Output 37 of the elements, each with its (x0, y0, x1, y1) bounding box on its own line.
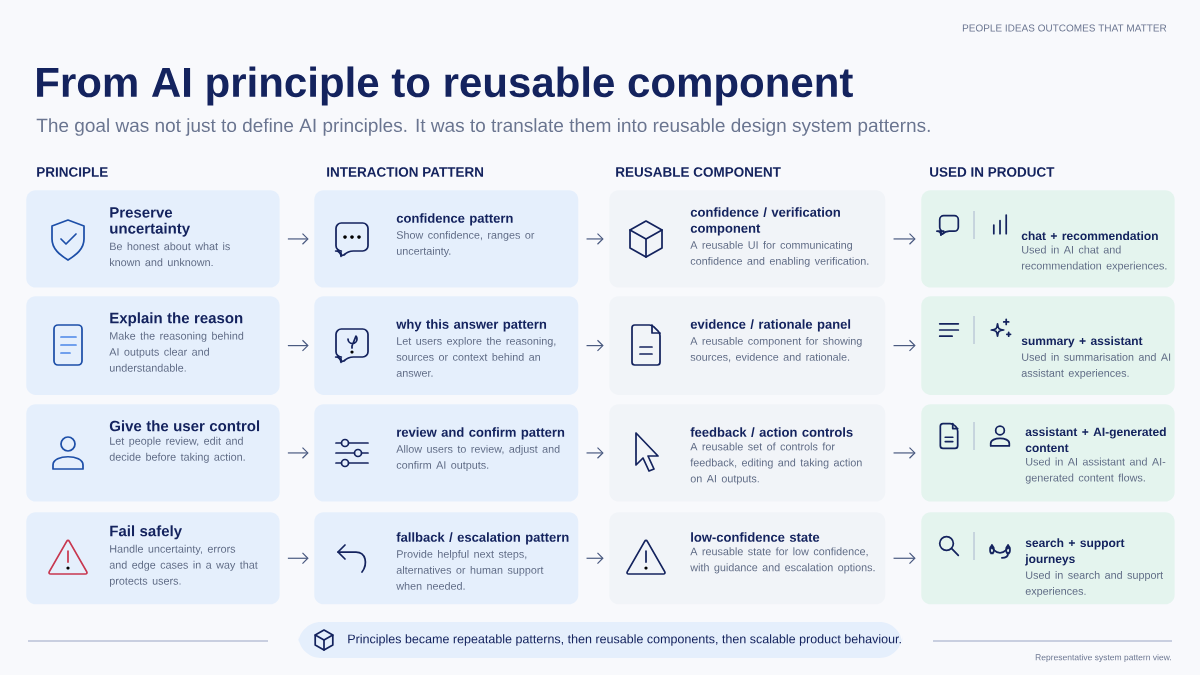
arrow (892, 339, 916, 352)
arrow (585, 233, 604, 245)
pattern-card: confidence pattern Show confidence, ranges or uncertainty. (314, 190, 579, 288)
pattern-card: fallback / escalation pattern Provide helpful next steps, alternatives or human support when needed. (314, 512, 579, 605)
subtitle: The goal was not just to define AI principles. It was to translate them into reusable design system patterns. (36, 118, 930, 136)
column-heading: INTERACTION PATTERN (327, 167, 483, 177)
principle-card: Fail safely Handle uncertainty, errors and edge cases in a way that protects users. (26, 512, 280, 605)
arrow (585, 447, 604, 459)
arrow (892, 233, 916, 245)
arrow (585, 339, 604, 352)
pattern-card: why this answer pattern Let users explore the reasoning, sources or context behind an answer. (314, 296, 579, 395)
arrow (892, 552, 916, 565)
arrow (287, 447, 309, 459)
arrow (892, 447, 916, 459)
arrow (287, 552, 309, 565)
component-card: confidence / verification component A reusable UI for communicating confidence and enabling verification. (609, 190, 886, 288)
summary-pill: Principles became repeatable patterns, then reusable components, then scalable product behaviour. (298, 622, 903, 658)
column-heading: REUSABLE COMPONENT (616, 167, 781, 177)
product-card: assistant + AI-generated content Used in AI assistant and AI-generated content flows. (921, 404, 1175, 502)
principle-card: Give the user control Let people review, edit and decide before taking action. (26, 404, 280, 502)
component-card: feedback / action controls A reusable set of controls for feedback, editing and taking action on AI outputs. (609, 404, 886, 502)
arrow (585, 552, 604, 565)
product-card: summary + assistant Used in summarisation and AI assistant experiences. (921, 296, 1175, 395)
arrow (287, 233, 309, 245)
product-card: search + support journeys Used in search and support experiences. (921, 512, 1175, 605)
column-heading: USED IN PRODUCT (930, 167, 1055, 177)
component-card: low-confidence state A reusable state for low confidence, with guidance and escalation options. (609, 512, 886, 605)
product-card: chat + recommendation Used in AI chat and recommendation experiences. (921, 190, 1175, 288)
column-heading: PRINCIPLE (37, 167, 108, 177)
principle-card: Explain the reason Make the reasoning behind AI outputs clear and understandable. (26, 296, 280, 395)
component-card: evidence / rationale panel A reusable component for showing sources, evidence and rationale. (609, 296, 886, 395)
principle-card: Preserve uncertainty Be honest about what is known and unknown. (26, 190, 280, 288)
pattern-card: review and confirm pattern Allow users to review, adjust and confirm AI outputs. (314, 404, 579, 502)
footnote: Representative system pattern view. (1035, 654, 1171, 662)
tagline: PEOPLE IDEAS OUTCOMES THAT MATTER (962, 24, 1167, 32)
arrow (287, 339, 309, 352)
title: From AI principle to reusable component (37, 66, 853, 106)
